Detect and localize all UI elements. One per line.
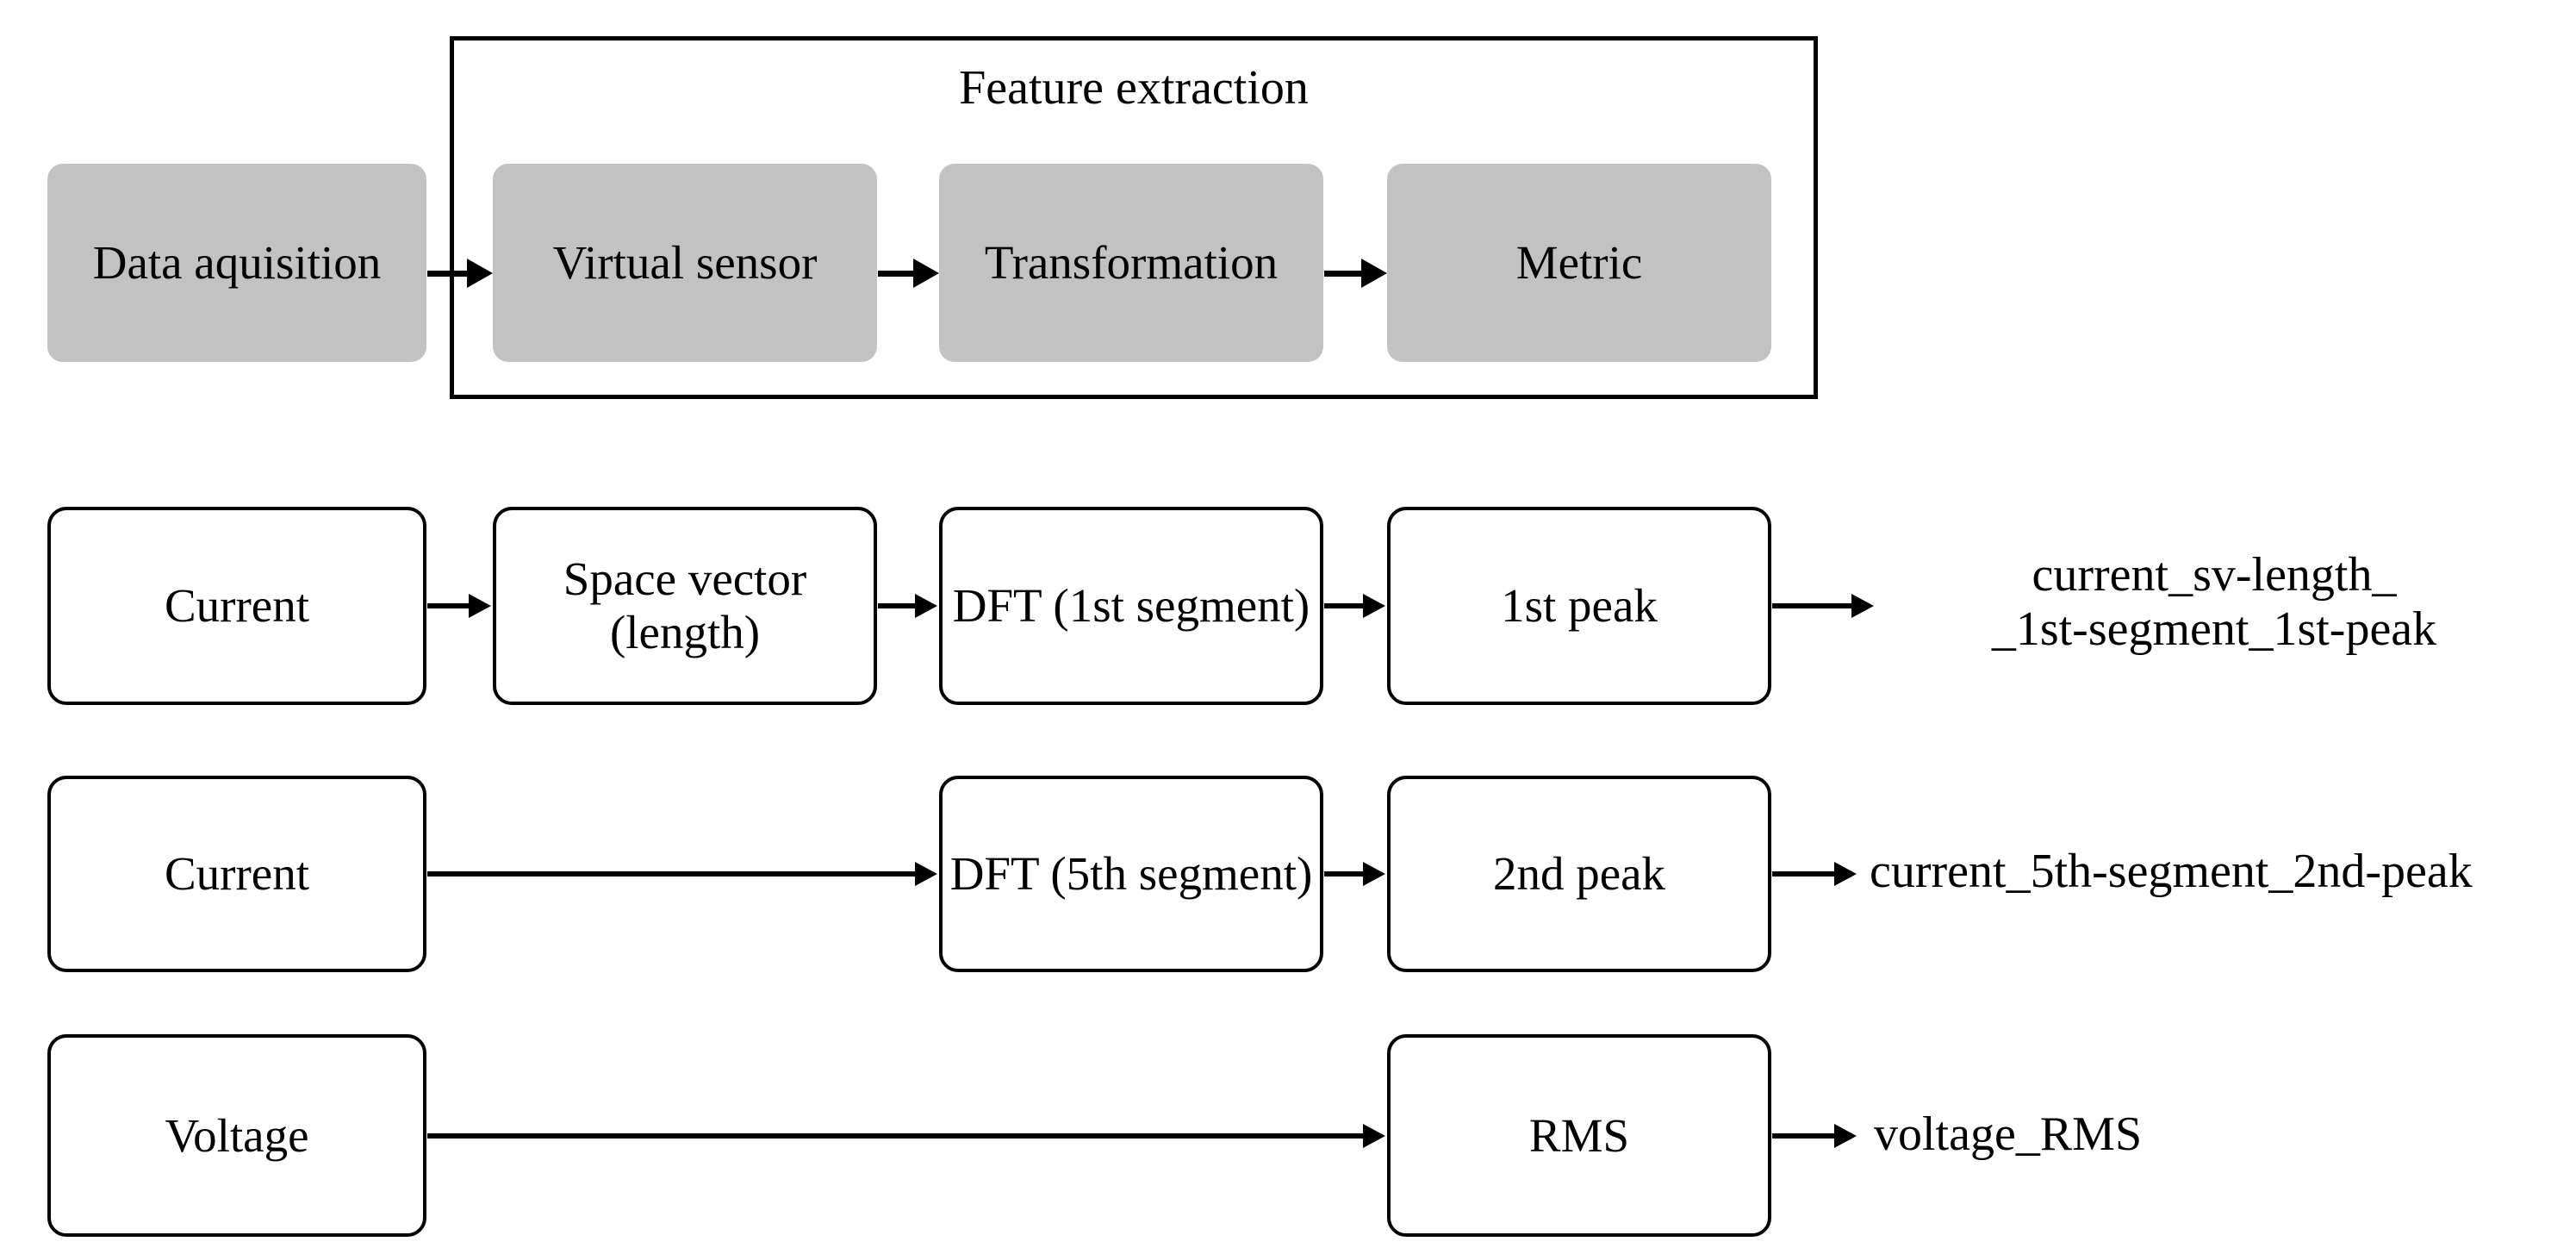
example-3-source-label: Voltage bbox=[165, 1108, 309, 1162]
example-1-source-label: Current bbox=[164, 579, 309, 633]
example-1-transformation-label: DFT (1st segment) bbox=[952, 579, 1310, 633]
stage-data-acquisition-label: Data aquisition bbox=[92, 236, 382, 290]
feature-extraction-title: Feature extraction bbox=[959, 61, 1309, 115]
example-1-virtual-sensor[interactable]: Space vector (length) bbox=[493, 507, 877, 705]
example-2-output-label: current_5th-segment_2nd-peak bbox=[1870, 845, 2473, 898]
example-1-metric-label: 1st peak bbox=[1501, 579, 1658, 633]
example-2-transformation-label: DFT (5th segment) bbox=[949, 847, 1313, 901]
stage-virtual-sensor-label: Virtual sensor bbox=[552, 236, 818, 290]
stage-virtual-sensor[interactable]: Virtual sensor bbox=[493, 164, 877, 362]
stage-metric-label: Metric bbox=[1515, 236, 1643, 290]
feature-extraction-group-box bbox=[450, 36, 1818, 399]
example-1-virtual-sensor-label: Space vector (length) bbox=[563, 552, 807, 658]
stage-transformation-label: Transformation bbox=[984, 236, 1279, 290]
stage-metric[interactable]: Metric bbox=[1387, 164, 1771, 362]
example-3-metric[interactable]: RMS bbox=[1387, 1034, 1771, 1237]
example-2-source-label: Current bbox=[164, 847, 309, 901]
example-1-source[interactable]: Current bbox=[47, 507, 426, 705]
example-3-output-label: voltage_RMS bbox=[1874, 1107, 2143, 1161]
example-1-output-label: current_sv-length_ _1st-segment_1st-peak bbox=[1991, 548, 2437, 656]
example-2-metric[interactable]: 2nd peak bbox=[1387, 776, 1771, 972]
example-2-metric-label: 2nd peak bbox=[1492, 847, 1666, 901]
example-3-metric-label: RMS bbox=[1528, 1108, 1630, 1162]
stage-data-acquisition[interactable]: Data aquisition bbox=[47, 164, 426, 362]
stage-transformation[interactable]: Transformation bbox=[939, 164, 1323, 362]
example-1-transformation[interactable]: DFT (1st segment) bbox=[939, 507, 1323, 705]
example-2-source[interactable]: Current bbox=[47, 776, 426, 972]
example-1-metric[interactable]: 1st peak bbox=[1387, 507, 1771, 705]
example-2-transformation[interactable]: DFT (5th segment) bbox=[939, 776, 1323, 972]
example-3-source[interactable]: Voltage bbox=[47, 1034, 426, 1237]
